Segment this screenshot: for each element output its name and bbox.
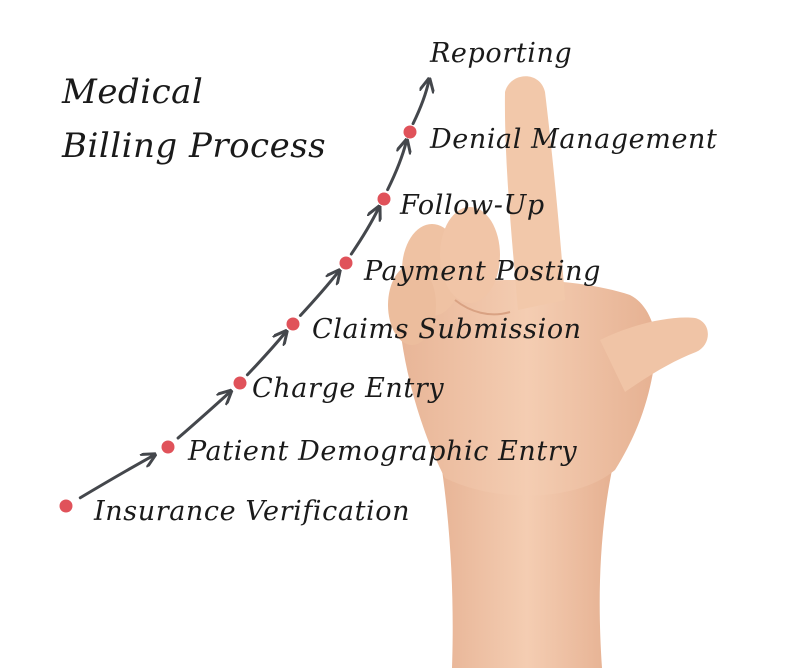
step-label: Follow-Up bbox=[400, 190, 545, 221]
flow-arrow bbox=[349, 208, 378, 256]
step-dot bbox=[59, 499, 73, 513]
step-label: Reporting bbox=[430, 38, 573, 69]
flow-arrow bbox=[78, 455, 153, 500]
step-dot bbox=[403, 125, 417, 139]
step-dot-group bbox=[59, 125, 417, 513]
flow-arrow bbox=[386, 141, 407, 192]
step-dot bbox=[377, 192, 391, 206]
flow-arrow bbox=[411, 80, 429, 126]
flow-arrow bbox=[298, 272, 338, 317]
arrow-path-group bbox=[78, 80, 429, 500]
hand-illustration bbox=[388, 76, 708, 668]
thumb-shape bbox=[600, 317, 708, 392]
step-dot bbox=[286, 317, 300, 331]
step-label: Claims Submission bbox=[312, 314, 582, 345]
folded-finger-2 bbox=[440, 207, 500, 303]
step-label: Denial Management bbox=[430, 124, 718, 155]
palm-shape bbox=[398, 280, 657, 496]
step-label: Payment Posting bbox=[364, 256, 602, 287]
forearm-shape bbox=[442, 470, 612, 668]
folded-finger-3 bbox=[388, 265, 436, 345]
flow-arrow bbox=[245, 332, 285, 377]
step-dot bbox=[233, 376, 247, 390]
diagram-title-line-2: Billing Process bbox=[62, 126, 327, 166]
step-label: Charge Entry bbox=[252, 373, 445, 404]
flow-arrow bbox=[176, 392, 230, 440]
knuckle-crease bbox=[454, 299, 511, 316]
step-label: Patient Demographic Entry bbox=[188, 436, 578, 467]
diagram-title-line-1: Medical bbox=[62, 72, 204, 112]
index-finger-shape bbox=[504, 76, 565, 310]
step-dot bbox=[161, 440, 175, 454]
step-label: Insurance Verification bbox=[94, 496, 411, 527]
step-dot bbox=[339, 256, 353, 270]
